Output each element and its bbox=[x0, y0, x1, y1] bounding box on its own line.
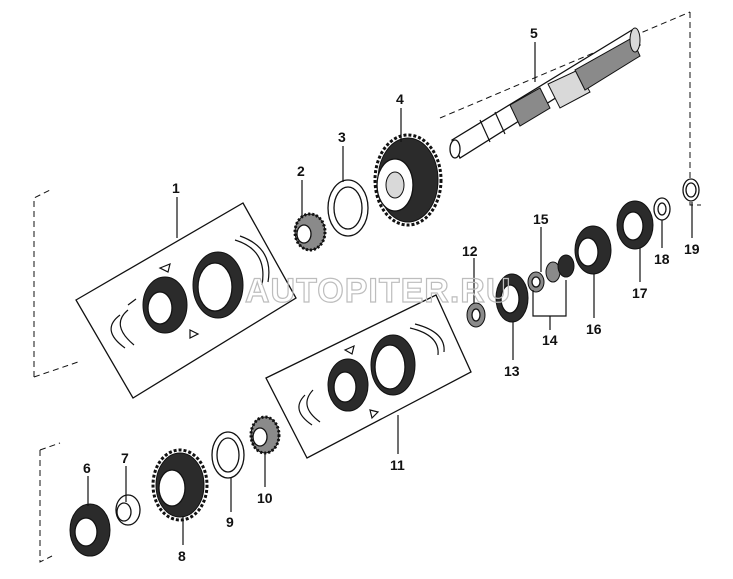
bearing-parts-14-15 bbox=[527, 254, 575, 293]
callout-6: 6 bbox=[83, 460, 91, 476]
synchro-ring-part-9 bbox=[211, 431, 245, 479]
gear-part-13 bbox=[495, 273, 529, 323]
callout-14: 14 bbox=[542, 332, 558, 348]
callout-2: 2 bbox=[297, 163, 305, 179]
callout-12: 12 bbox=[462, 243, 478, 259]
callout-labels: 5 4 3 2 1 12 15 13 14 16 17 18 19 11 10 … bbox=[83, 25, 700, 564]
callout-17: 17 bbox=[632, 285, 648, 301]
callout-15: 15 bbox=[533, 211, 549, 227]
needle-bearing-part-10 bbox=[249, 415, 281, 455]
callout-13: 13 bbox=[504, 363, 520, 379]
bearing-part-6 bbox=[69, 503, 111, 557]
gear-part-16 bbox=[574, 225, 612, 275]
synchro-ring-part-3 bbox=[327, 179, 369, 237]
main-shaft bbox=[449, 27, 641, 159]
snap-ring-part-19 bbox=[682, 178, 700, 202]
watermark-text: AUTOPITER.RU bbox=[245, 272, 511, 310]
washer-part-18 bbox=[653, 197, 671, 221]
needle-bearing-part-2 bbox=[293, 212, 327, 252]
callout-7: 7 bbox=[121, 450, 129, 466]
axis-lines bbox=[33, 11, 701, 563]
synchronizer-assembly-11 bbox=[265, 294, 472, 459]
callout-3: 3 bbox=[338, 129, 346, 145]
callout-18: 18 bbox=[654, 251, 670, 267]
gear-part-4 bbox=[373, 133, 443, 227]
sleeve-part-7 bbox=[115, 494, 141, 526]
callout-16: 16 bbox=[586, 321, 602, 337]
leader-lines bbox=[87, 42, 693, 545]
callout-1: 1 bbox=[172, 180, 180, 196]
callout-4: 4 bbox=[396, 91, 404, 107]
callout-5: 5 bbox=[530, 25, 538, 41]
callout-11: 11 bbox=[390, 457, 405, 473]
gear-part-8 bbox=[151, 448, 209, 522]
callout-10: 10 bbox=[257, 490, 273, 506]
synchronizer-assembly-1 bbox=[75, 202, 297, 399]
callout-8: 8 bbox=[178, 548, 186, 564]
bearing-part-17 bbox=[616, 200, 654, 250]
callout-9: 9 bbox=[226, 514, 234, 530]
washer-part-12 bbox=[466, 302, 486, 328]
callout-19: 19 bbox=[684, 241, 700, 257]
